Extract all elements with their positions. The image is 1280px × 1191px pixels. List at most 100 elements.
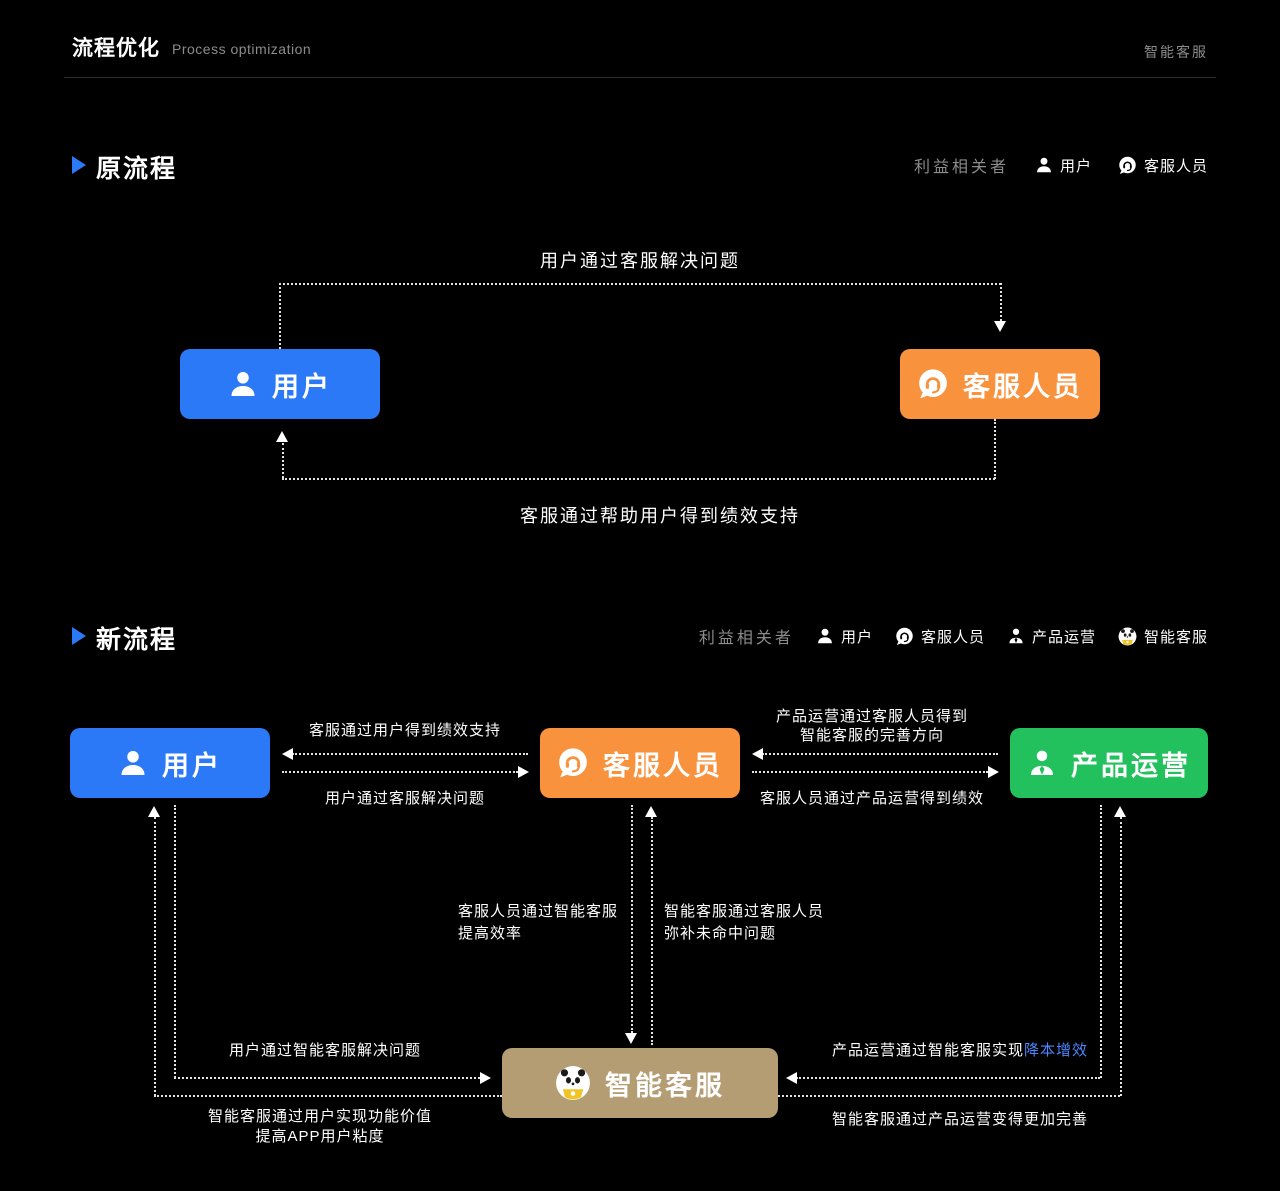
dotted-connector bbox=[1120, 817, 1122, 1096]
dotted-connector bbox=[282, 443, 284, 478]
arrowhead-left bbox=[282, 748, 293, 760]
flow-label-ai-improve: 智能客服通过产品运营变得更加完善 bbox=[831, 1111, 1088, 1128]
dotted-connector bbox=[282, 771, 518, 773]
service-icon bbox=[1118, 156, 1137, 175]
arrowhead-right bbox=[518, 766, 529, 778]
dotted-connector bbox=[1100, 805, 1102, 1078]
dotted-connector bbox=[279, 283, 281, 349]
label-line: 智能客服的完善方向 bbox=[799, 727, 944, 744]
flow-label-user-solves: 用户通过客服解决问题 bbox=[540, 251, 740, 271]
old-process-legend: 利益相关者 用户 客服人员 bbox=[914, 153, 1208, 177]
label-line: 客服人员通过智能客服 bbox=[458, 903, 619, 920]
flow-label-product-direction: 产品运营通过客服人员得到 智能客服的完善方向 bbox=[722, 707, 1022, 745]
stakeholders-label: 利益相关者 bbox=[913, 159, 1009, 176]
node-label: 用户 bbox=[272, 371, 332, 402]
stakeholders-label: 利益相关者 bbox=[698, 630, 794, 647]
label-line: 产品运营通过客服人员得到 bbox=[775, 708, 968, 725]
section-marker-icon bbox=[72, 627, 86, 645]
label-line: 智能客服通过客服人员 bbox=[664, 903, 825, 920]
legend-item-user: 用户 bbox=[1035, 155, 1092, 176]
node-agent-new: 客服人员 bbox=[540, 728, 740, 798]
node-label: 用户 bbox=[162, 750, 222, 781]
node-ai-new: 智能客服 bbox=[502, 1048, 778, 1118]
header-right-label: 智能客服 bbox=[1144, 44, 1208, 60]
dotted-connector bbox=[762, 753, 998, 755]
legend-item-label: 客服人员 bbox=[920, 628, 985, 646]
user-icon bbox=[816, 627, 834, 645]
legend-item-label: 产品运营 bbox=[1031, 628, 1096, 646]
dotted-connector bbox=[174, 1077, 480, 1079]
arrowhead-left bbox=[786, 1072, 797, 1084]
flow-label-ai-value: 智能客服通过用户实现功能价值 提高APP用户粘度 bbox=[170, 1107, 470, 1147]
dotted-connector bbox=[778, 1095, 1120, 1097]
dotted-connector bbox=[154, 817, 156, 1096]
legend-item-agent: 客服人员 bbox=[1118, 155, 1208, 176]
arrowhead-left bbox=[752, 748, 763, 760]
highlight-text: 降本增效 bbox=[1024, 1042, 1089, 1059]
flow-label-agent-efficiency: 客服人员通过智能客服 提高效率 bbox=[458, 901, 623, 945]
node-user-old: 用户 bbox=[180, 349, 380, 419]
service-icon bbox=[895, 627, 914, 646]
page-subtitle: Process optimization bbox=[172, 41, 312, 57]
new-process-legend: 利益相关者 用户 客服人员 产品运营 智能客服 bbox=[699, 624, 1208, 648]
label-line: 提高效率 bbox=[458, 925, 523, 942]
label-line: 产品运营通过智能客服实现 bbox=[831, 1042, 1024, 1059]
arrowhead-up bbox=[1114, 806, 1126, 817]
arrowhead-up bbox=[645, 806, 657, 817]
arrowhead-right bbox=[988, 766, 999, 778]
page-title: 流程优化 bbox=[72, 37, 160, 60]
user-icon bbox=[1035, 156, 1053, 174]
legend-item-label: 用户 bbox=[1059, 157, 1092, 175]
arrowhead-down bbox=[994, 321, 1006, 332]
dotted-connector bbox=[279, 283, 1001, 285]
dotted-connector bbox=[994, 419, 996, 479]
user-icon bbox=[118, 748, 148, 778]
dotted-connector bbox=[631, 805, 633, 1033]
flow-label-product-via-ai: 产品运营通过智能客服实现降本增效 bbox=[810, 1041, 1110, 1060]
dotted-connector bbox=[752, 771, 988, 773]
panda-icon bbox=[555, 1065, 591, 1101]
legend-item-label: 用户 bbox=[840, 628, 873, 646]
section-marker-icon bbox=[72, 156, 86, 174]
legend-item-user: 用户 bbox=[816, 626, 873, 647]
legend-item-product: 产品运营 bbox=[1007, 626, 1096, 647]
arrowhead-up bbox=[148, 806, 160, 817]
arrowhead-up bbox=[276, 431, 288, 442]
dotted-connector bbox=[154, 1095, 502, 1097]
dotted-connector bbox=[796, 1077, 1100, 1079]
node-user-new: 用户 bbox=[70, 728, 270, 798]
operator-icon bbox=[1027, 748, 1057, 778]
service-icon bbox=[917, 368, 949, 400]
dotted-connector bbox=[282, 478, 995, 480]
flow-label-agent-gets-support: 客服通过用户得到绩效支持 bbox=[308, 722, 501, 739]
label-line: 弥补未命中问题 bbox=[664, 925, 777, 942]
user-icon bbox=[228, 369, 258, 399]
arrowhead-down bbox=[625, 1033, 637, 1044]
flow-label-ai-fill-miss: 智能客服通过客服人员 弥补未命中问题 bbox=[664, 901, 844, 945]
service-icon bbox=[557, 747, 589, 779]
node-label: 智能客服 bbox=[605, 1070, 725, 1101]
dotted-connector bbox=[1000, 283, 1002, 321]
panda-icon bbox=[1118, 627, 1137, 646]
dotted-connector bbox=[174, 805, 176, 1078]
flow-label-user-via-ai: 用户通过智能客服解决问题 bbox=[228, 1042, 421, 1059]
label-line: 提高APP用户粘度 bbox=[255, 1128, 385, 1145]
node-agent-old: 客服人员 bbox=[900, 349, 1100, 419]
flow-label-agent-support: 客服通过帮助用户得到绩效支持 bbox=[520, 506, 800, 526]
legend-item-label: 客服人员 bbox=[1143, 157, 1208, 175]
dotted-connector bbox=[292, 753, 528, 755]
node-label: 客服人员 bbox=[603, 750, 723, 781]
new-process-title: 新流程 bbox=[96, 626, 178, 654]
node-label: 产品运营 bbox=[1071, 750, 1191, 781]
legend-item-agent: 客服人员 bbox=[895, 626, 985, 647]
flow-label-agent-gets-perf: 客服人员通过产品运营得到绩效 bbox=[759, 790, 984, 807]
operator-icon bbox=[1007, 627, 1025, 645]
old-process-title: 原流程 bbox=[96, 155, 178, 183]
header-divider bbox=[64, 77, 1216, 78]
flow-label-user-solves: 用户通过客服解决问题 bbox=[324, 790, 485, 807]
dotted-connector bbox=[651, 817, 653, 1045]
node-product-new: 产品运营 bbox=[1010, 728, 1208, 798]
label-line: 智能客服通过用户实现功能价值 bbox=[207, 1108, 432, 1125]
node-label: 客服人员 bbox=[963, 371, 1083, 402]
